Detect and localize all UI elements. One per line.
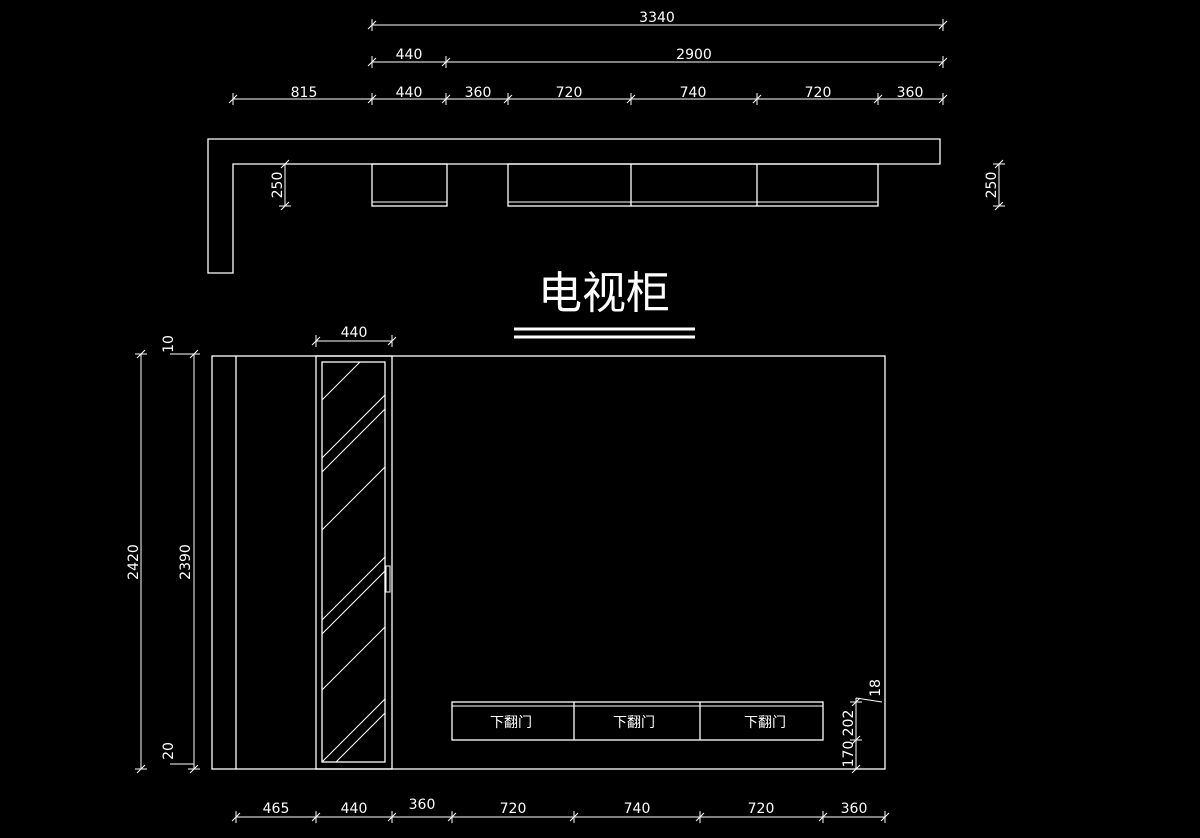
- plan-dimension-row3: 815 440 360 720 740 720 360: [228, 85, 948, 105]
- dim-2390: 2390: [178, 544, 194, 580]
- dim-740-bottom: 740: [624, 801, 651, 817]
- elev-dimension-2390: 2390 10 20: [161, 335, 200, 774]
- flap-door-label-3: 下翻门: [744, 715, 786, 731]
- dim-440-row2: 440: [396, 47, 423, 63]
- dim-360-bottom: 360: [409, 797, 436, 813]
- tv-cabinet: [451, 701, 824, 741]
- dim-2900: 2900: [676, 47, 712, 63]
- dim-170: 170: [841, 741, 857, 768]
- dim-10: 10: [161, 335, 177, 353]
- dim-720-b-row3: 720: [805, 85, 832, 101]
- dim-20: 20: [161, 742, 177, 760]
- elev-dimension-right: 18 202 170: [841, 679, 884, 774]
- elevation-view: 下翻门 下翻门 下翻门: [211, 355, 886, 770]
- plan-dimension-depth-right: 250: [984, 159, 1005, 211]
- elev-dimension-2420: 2420: [126, 349, 147, 774]
- dim-360-row3: 360: [465, 85, 492, 101]
- plan-dimension-depth-left: 250: [270, 159, 291, 211]
- plan-cabinet-1: [371, 163, 448, 207]
- dim-360-end-row3: 360: [897, 85, 924, 101]
- dim-720-a-row3: 720: [556, 85, 583, 101]
- dim-440-bottom: 440: [341, 801, 368, 817]
- dim-440-elev: 440: [341, 325, 368, 341]
- glass-hatch: [322, 362, 385, 762]
- elevation-outline: [211, 355, 886, 770]
- dim-465: 465: [263, 801, 290, 817]
- plan-wall-outline: [207, 138, 941, 274]
- drawing-title: 电视柜: [538, 268, 670, 319]
- glass-cabinet-door: [321, 361, 386, 763]
- plan-dimension-overall: 3340: [367, 10, 948, 31]
- flap-door-label-1: 下翻门: [490, 715, 532, 731]
- cabinet-handle[interactable]: [385, 565, 391, 593]
- dim-440-row3: 440: [396, 85, 423, 101]
- dim-250-right: 250: [984, 172, 1000, 199]
- dim-360-end-bottom: 360: [841, 801, 868, 817]
- dim-250-left: 250: [270, 172, 286, 199]
- dim-720-b-bottom: 720: [748, 801, 775, 817]
- dim-720-a-bottom: 720: [500, 801, 527, 817]
- elev-dimension-bottom: 465 440 360 720 740 720 360: [231, 797, 890, 823]
- plan-view: [207, 138, 941, 274]
- elev-dimension-440-top: 440: [311, 325, 397, 347]
- plan-cabinet-group: [507, 163, 879, 207]
- dim-3340: 3340: [639, 10, 675, 26]
- dim-2420: 2420: [126, 544, 142, 580]
- dim-815: 815: [291, 85, 318, 101]
- flap-door-label-2: 下翻门: [613, 715, 655, 731]
- dim-740-row3: 740: [680, 85, 707, 101]
- dim-18: 18: [868, 679, 884, 697]
- plan-dimension-row2: 440 2900: [367, 47, 948, 68]
- dim-202: 202: [841, 710, 857, 737]
- title-block: 电视柜: [514, 268, 695, 339]
- glass-cabinet-frame: [315, 355, 393, 770]
